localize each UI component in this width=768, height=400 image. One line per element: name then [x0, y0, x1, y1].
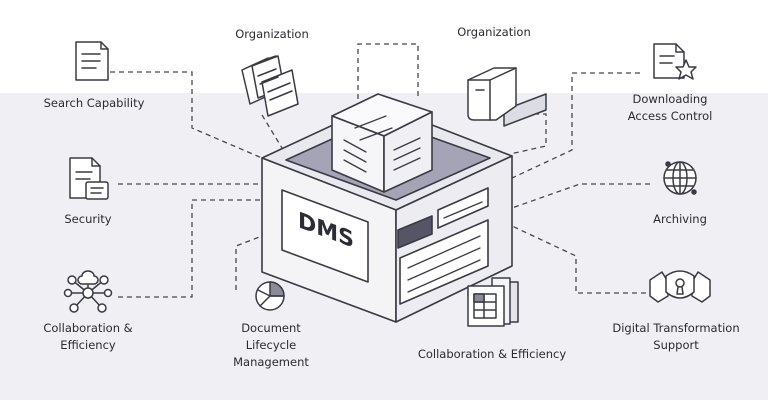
label-line: Support — [653, 338, 699, 352]
printer-icon — [467, 67, 547, 127]
label-organization-left: Organization — [222, 26, 322, 43]
connector-collaboration-left — [118, 199, 262, 298]
label-line: Downloading — [632, 92, 708, 106]
label-line: Collaboration & Efficiency — [417, 347, 567, 361]
label-digital-transformation: Digital Transformation Support — [590, 320, 762, 354]
label-line: Security — [64, 212, 112, 226]
label-line: Organization — [457, 25, 531, 39]
label-line: Search Capability — [43, 96, 145, 110]
panel-lines — [343, 115, 483, 293]
dms-label-panel — [281, 189, 369, 283]
connector-archiving — [511, 183, 650, 209]
documents-stack-icon — [241, 55, 299, 117]
label-search-capability: Search Capability — [30, 95, 158, 112]
panel-light-2 — [399, 219, 489, 305]
connector-organization-mid — [357, 43, 419, 108]
label-downloading-access: Downloading Access Control — [610, 91, 730, 125]
label-line: Organization — [235, 27, 309, 41]
globe-icon — [663, 161, 697, 195]
connector-organization-left — [261, 114, 283, 149]
label-line: Management — [233, 355, 309, 369]
connector-printer — [509, 113, 547, 155]
top-background — [0, 0, 768, 93]
label-organization-mid: Organization — [444, 24, 544, 41]
pie-chart-icon — [255, 281, 285, 311]
document-star-icon — [653, 43, 697, 80]
dms-box — [261, 93, 513, 323]
cube-right — [383, 111, 433, 193]
document-list-icon — [75, 41, 109, 81]
label-collaboration-left: Collaboration & Efficiency — [30, 320, 146, 354]
label-line: Collaboration & — [43, 321, 133, 335]
network-node-icon — [63, 270, 113, 313]
label-line: Document — [241, 321, 301, 335]
connector-lines — [110, 43, 650, 298]
label-line: Lifecycle — [245, 338, 297, 352]
connector-search — [110, 71, 263, 159]
label-line: Digital Transformation — [612, 321, 740, 335]
connector-downloading — [511, 72, 640, 179]
file-table-icon — [467, 277, 519, 327]
connector-digital — [511, 225, 646, 294]
panel-dark — [397, 215, 433, 249]
label-line: Archiving — [653, 212, 707, 226]
label-security: Security — [40, 211, 136, 228]
label-line: Access Control — [627, 109, 713, 123]
panel-light-1 — [437, 187, 489, 229]
label-collaboration-bottom: Collaboration & Efficiency — [402, 346, 582, 363]
label-document-lifecycle: Document Lifecycle Management — [216, 320, 326, 371]
label-line: Efficiency — [60, 338, 116, 352]
connector-lifecycle — [235, 235, 263, 290]
label-archiving: Archiving — [630, 211, 730, 228]
keyhole-shield-icon — [649, 270, 711, 303]
document-stack-icon — [69, 157, 109, 200]
